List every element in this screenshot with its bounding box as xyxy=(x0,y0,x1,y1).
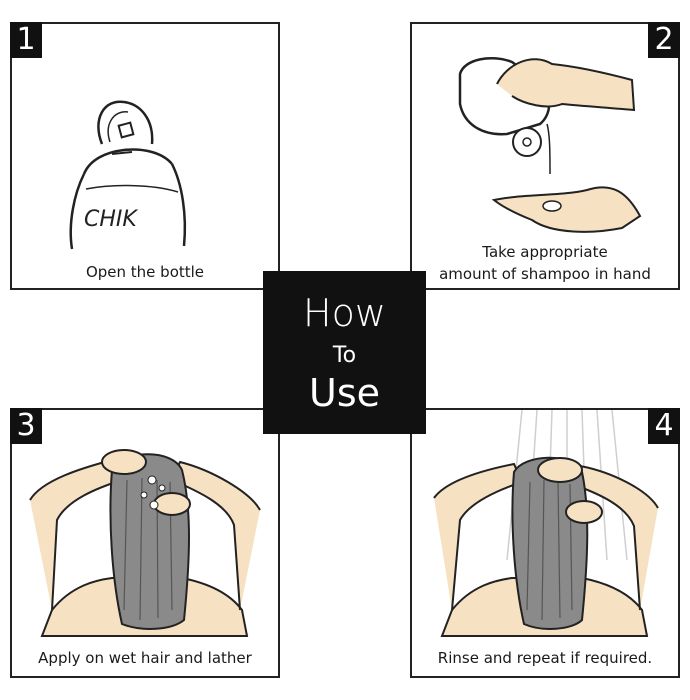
how-to-use-label: How To Use xyxy=(263,271,426,434)
step-3-panel: 3 Apply on wet hair and lather xyxy=(10,408,280,678)
rinse-hair-illustration xyxy=(433,410,659,637)
step-number-badge: 4 xyxy=(648,408,680,444)
step-1-panel: 1 CHIK Open the bottle xyxy=(10,22,280,290)
title-use: Use xyxy=(309,371,380,415)
step-caption: Apply on wet hair and lather xyxy=(38,649,252,667)
step-2-panel: 2 Take appropriate amount of shampoo in … xyxy=(410,22,680,290)
lather-hair-illustration xyxy=(29,449,261,637)
step-caption: Open the bottle xyxy=(85,263,205,281)
step-caption-line1: Take appropriate xyxy=(482,243,608,261)
step-number-badge: 1 xyxy=(10,22,42,58)
step-number-badge: 3 xyxy=(10,408,42,444)
step-4-panel: 4 Rinse and repeat if required. xyxy=(410,408,680,678)
title-how: How xyxy=(303,291,386,335)
title-to: To xyxy=(332,343,357,368)
step-caption: Rinse and repeat if required. xyxy=(437,649,653,667)
step-caption-line2: amount of shampoo in hand xyxy=(439,265,651,283)
step-number-badge: 2 xyxy=(648,22,680,58)
bottle-open-illustration: CHIK xyxy=(69,100,187,250)
brand-label: CHIK xyxy=(84,207,138,232)
pour-shampoo-illustration xyxy=(458,56,642,233)
